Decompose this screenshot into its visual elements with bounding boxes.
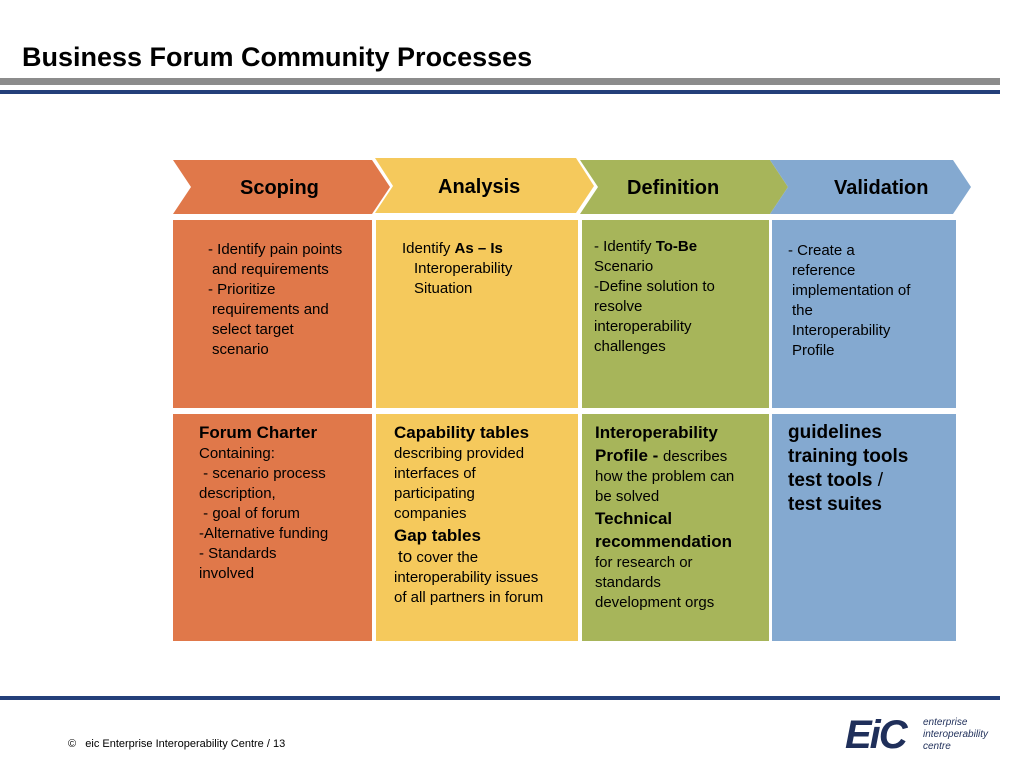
task-text-definition: - Identify To-Be Scenario -Define soluti… [594,238,715,355]
eic-logo-mark: EiC [845,713,908,757]
phase-label-definition: Definition [627,177,720,199]
phase-label-validation: Validation [834,177,929,199]
task-cell-scoping: - Identify pain points and requirements … [173,220,372,408]
output-cell-validation: guidelines training tools test tools / t… [772,414,956,641]
output-text-scoping: Forum Charter Containing: - scenario pro… [199,423,329,582]
output-text-analysis: Capability tables describing provided in… [394,423,544,606]
eic-logo-text: enterprise interoperability centre [923,717,989,752]
eic-logo: EiC enterprise interoperability centre [845,713,1015,757]
phase-label-analysis: Analysis [438,176,521,198]
task-text-analysis: Identify As – Is Interoperability Situat… [402,240,513,297]
footer-copyright: © eic Enterprise Interoperability Centre… [68,738,286,750]
header-rule-blue [0,90,1000,94]
chevron-scoping [173,160,390,214]
header-rule-grey [0,78,1000,85]
task-cell-definition: - Identify To-Be Scenario -Define soluti… [582,220,769,408]
chevron-definition [580,160,788,214]
chevron-analysis [375,158,594,213]
output-cell-analysis: Capability tables describing provided in… [376,414,578,641]
output-text-validation: guidelines training tools test tools / t… [788,422,909,515]
chevron-validation [770,160,971,214]
task-text-validation: - Create a reference implementation of t… [788,242,911,359]
page-title: Business Forum Community Processes [22,42,533,72]
task-cell-validation: - Create a reference implementation of t… [772,220,956,408]
output-cell-definition: Interoperability Profile - describes how… [582,414,769,641]
output-text-definition: Interoperability Profile - describes how… [595,423,735,611]
task-text-scoping: - Identify pain points and requirements … [208,241,343,358]
footer-rule [0,696,1000,700]
output-cell-scoping: Forum Charter Containing: - scenario pro… [173,414,372,641]
phase-label-scoping: Scoping [240,177,319,199]
task-cell-analysis: Identify As – Is Interoperability Situat… [376,220,578,408]
